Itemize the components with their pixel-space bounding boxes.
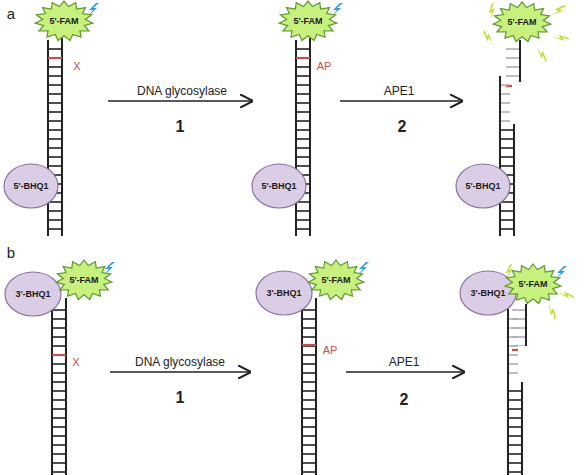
- emission-bolt: [557, 287, 574, 303]
- base-pairs: [48, 44, 62, 236]
- lesion-label: X: [72, 356, 79, 368]
- ap-site-label: AP: [323, 344, 338, 356]
- dna-strand: [521, 382, 523, 475]
- step-number: 1: [176, 389, 185, 407]
- quencher-circle: 5'-BHQ1: [251, 163, 307, 209]
- panel-letter: a: [7, 5, 15, 22]
- fluorophore-name: 5'-FAM: [69, 275, 98, 285]
- quencher-circle: 3'-BHQ1: [4, 271, 62, 317]
- dna-strand: [61, 38, 63, 236]
- quencher-name: 5'-BHQ1: [261, 181, 296, 191]
- fluorophore-star: 5'-FAM: [505, 264, 561, 304]
- dna-strand: [513, 124, 515, 236]
- reaction-arrow: [108, 100, 252, 102]
- fluorophore-star: 5'-FAM: [308, 260, 364, 300]
- quencher-circle: 5'-BHQ1: [455, 163, 511, 209]
- step-number: 1: [176, 118, 185, 136]
- ap-site: [296, 57, 310, 59]
- emission-bolt: [480, 29, 497, 45]
- star-outline: [505, 264, 561, 304]
- base-pairs: [302, 304, 316, 475]
- circle-outline: [4, 164, 58, 208]
- fluorophore-name: 5'-FAM: [293, 16, 322, 26]
- enzyme-label: APE1: [389, 355, 420, 369]
- fluorophore-star: 5'-FAM: [35, 1, 93, 41]
- enzyme-label: DNA glycosylase: [135, 355, 225, 369]
- dna-strand: [309, 38, 311, 236]
- step-number: 2: [400, 391, 409, 409]
- star-outline: [35, 1, 93, 41]
- star-outline: [493, 2, 551, 42]
- base-pairs: [52, 304, 66, 475]
- fluorophore-name: 5'-FAM: [49, 16, 78, 26]
- fluorophore-name: 5'-FAM: [507, 17, 536, 27]
- lesion-base: [48, 57, 62, 59]
- dna-strand: [507, 306, 509, 475]
- fluorophore-name: 5'-FAM: [518, 279, 547, 289]
- panel-letter: b: [7, 244, 15, 261]
- quencher-name: 5'-BHQ1: [465, 181, 500, 191]
- quencher-name: 3'-BHQ1: [470, 288, 505, 298]
- star-outline: [279, 1, 337, 41]
- star-outline: [308, 260, 364, 300]
- emission-bolt: [542, 303, 560, 320]
- enzyme-label: DNA glycosylase: [137, 84, 227, 98]
- circle-outline: [252, 164, 306, 208]
- reaction-arrow: [340, 100, 462, 102]
- star-outline: [56, 260, 112, 300]
- lesion-label: X: [73, 60, 80, 72]
- circle-outline: [456, 164, 510, 208]
- released-fragment: [519, 40, 521, 82]
- dna-strand: [51, 300, 53, 475]
- quencher-circle: 3'-BHQ1: [459, 270, 517, 316]
- dna-strand: [301, 300, 303, 475]
- released-fragment-bases: [506, 44, 520, 82]
- step-number: 2: [398, 118, 407, 136]
- circle-outline: [5, 272, 61, 316]
- single-strand-bases: [500, 80, 510, 124]
- circle-outline: [256, 271, 312, 315]
- base-pairs: [508, 384, 522, 475]
- dna-strand: [47, 40, 49, 236]
- fluorophore-name: 5'-FAM: [321, 275, 350, 285]
- fluorophore-star: 5'-FAM: [279, 1, 337, 41]
- dna-strand: [499, 76, 501, 236]
- emission-bolt: [551, 2, 567, 19]
- quencher-name: 3'-BHQ1: [15, 289, 50, 299]
- ap-site-label: AP: [317, 60, 332, 72]
- dna-strand: [315, 298, 317, 475]
- quencher-circle: 5'-BHQ1: [3, 163, 59, 209]
- dna-strand: [295, 40, 297, 236]
- ap-site: [302, 344, 316, 346]
- quencher-name: 5'-BHQ1: [13, 181, 48, 191]
- reaction-arrow: [346, 371, 464, 373]
- dna-strand: [65, 298, 67, 475]
- single-strand-bases: [508, 318, 518, 380]
- fluorophore-star: 5'-FAM: [493, 2, 551, 42]
- fluorophore-star: 5'-FAM: [56, 260, 112, 300]
- reaction-arrow: [110, 371, 250, 373]
- quencher-name: 3'-BHQ1: [266, 288, 301, 298]
- emission-bolt: [551, 30, 569, 47]
- enzyme-label: APE1: [384, 84, 415, 98]
- released-fragment: [525, 304, 527, 346]
- emission-bolt: [532, 47, 549, 63]
- lesion-base: [52, 354, 66, 356]
- base-pairs: [296, 44, 310, 236]
- quencher-circle: 3'-BHQ1: [255, 270, 313, 316]
